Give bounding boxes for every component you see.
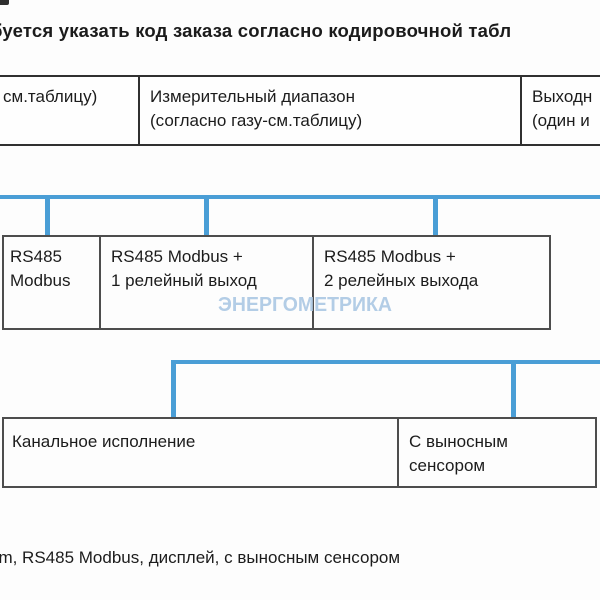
connector-stub-1c	[433, 195, 438, 235]
header-cell-output-line1: Выходн	[532, 87, 593, 106]
interface-option-rs485: RS485 Modbus	[10, 245, 70, 293]
mounting-row-divider	[397, 417, 399, 488]
connector-bar-2	[171, 360, 600, 364]
bottom-note: pm, RS485 Modbus, дисплей, с выносным се…	[0, 548, 401, 567]
mounting-option-remote-sensor-line1: С выносным	[409, 432, 508, 451]
mounting-option-duct: Канальное исполнение	[12, 430, 195, 454]
connector-stub-1b	[204, 195, 209, 235]
connector-stub-1a	[45, 195, 50, 235]
header-cell-measuring-range-line2: (согласно газу-см.таблицу)	[150, 111, 363, 130]
header-cell-output-line2: (один и	[532, 111, 590, 130]
interface-option-rs485-2relay-line1: RS485 Modbus +	[324, 247, 456, 266]
header-cell-measuring-range: Измерительный диапазон (согласно газу-см…	[150, 85, 362, 133]
interface-option-rs485-line2: Modbus	[10, 271, 71, 290]
mounting-option-duct-line1: Канальное исполнение	[12, 432, 196, 451]
page-title: буется указать код заказа согласно кодир…	[0, 20, 512, 41]
watermark-energometrika: ЭНЕРГОМЕТРИКА	[218, 293, 392, 316]
header-row	[0, 75, 600, 146]
interface-option-rs485-2relay: RS485 Modbus + 2 релейных выхода	[324, 245, 478, 293]
mounting-option-remote-sensor-line2: сенсором	[409, 456, 486, 475]
connector-stub-2a	[171, 360, 176, 417]
mounting-options-row	[2, 417, 597, 488]
header-cell-gas: см.таблицу)	[3, 85, 97, 109]
header-row-divider-2	[520, 75, 522, 146]
header-cell-output: Выходн (один и	[532, 85, 592, 133]
connector-bar-1	[0, 195, 600, 199]
interface-option-rs485-1relay-line1: RS485 Modbus +	[111, 247, 243, 266]
top-left-crop-artifact	[0, 0, 9, 5]
interface-option-rs485-1relay: RS485 Modbus + 1 релейный выход	[111, 245, 257, 293]
interface-option-rs485-1relay-line2: 1 релейный выход	[111, 271, 257, 290]
interface-option-rs485-line1: RS485	[10, 247, 62, 266]
interface-row-divider-1	[99, 235, 101, 330]
header-cell-measuring-range-line1: Измерительный диапазон	[150, 87, 355, 106]
interface-option-rs485-2relay-line2: 2 релейных выхода	[324, 271, 479, 290]
header-cell-gas-line1: см.таблицу)	[3, 87, 98, 106]
mounting-option-remote-sensor: С выносным сенсором	[409, 430, 508, 478]
interface-options-row	[2, 235, 551, 330]
connector-stub-2b	[511, 360, 516, 417]
header-row-divider-1	[138, 75, 140, 146]
interface-row-divider-2	[312, 235, 314, 330]
